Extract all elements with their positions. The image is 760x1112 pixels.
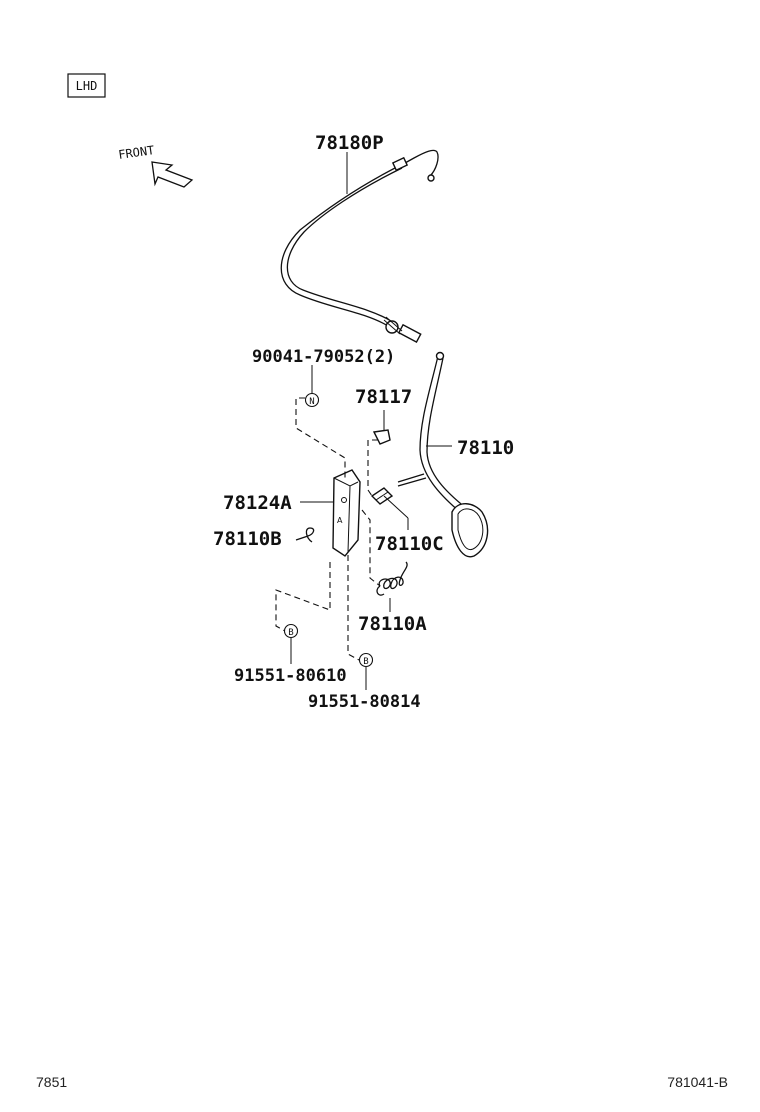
nut-marker-right: B	[358, 652, 374, 668]
clip	[295, 527, 315, 543]
bushing	[370, 487, 394, 505]
front-indicator: FRONT	[117, 143, 194, 188]
front-arrow-icon	[151, 161, 194, 188]
svg-text:A: A	[337, 516, 343, 525]
label-spring: 78110A	[358, 613, 427, 635]
label-pedal-arm: 78110	[457, 437, 514, 459]
marker-n: N	[309, 397, 314, 407]
bracket: A	[332, 469, 361, 557]
stopper	[372, 429, 391, 445]
label-bushing: 78110C	[375, 533, 444, 555]
marker-b2: B	[363, 657, 368, 667]
cable-assembly	[280, 149, 439, 344]
leader-lines	[290, 152, 452, 690]
pedal-arm	[397, 351, 489, 558]
assembly-lines	[275, 397, 381, 661]
label-bolt: 90041-79052(2)	[252, 347, 395, 367]
label-stopper: 78117	[355, 386, 412, 408]
spring	[376, 561, 408, 596]
label-nut-left: 91551-80610	[234, 666, 347, 686]
label-bracket: 78124A	[223, 492, 292, 514]
marker-b1: B	[288, 628, 293, 638]
bolt-marker: N	[304, 392, 320, 408]
front-label: FRONT	[117, 143, 155, 162]
label-nut-right: 91551-80814	[308, 692, 421, 712]
nut-marker-left: B	[283, 623, 299, 639]
label-cable: 78180P	[315, 132, 384, 154]
lhd-badge: LHD	[67, 73, 106, 98]
lhd-badge-text: LHD	[76, 79, 98, 93]
label-clip: 78110B	[213, 528, 282, 550]
footer-left-code: 7851	[36, 1074, 67, 1090]
footer-right-code: 781041-B	[667, 1074, 728, 1090]
